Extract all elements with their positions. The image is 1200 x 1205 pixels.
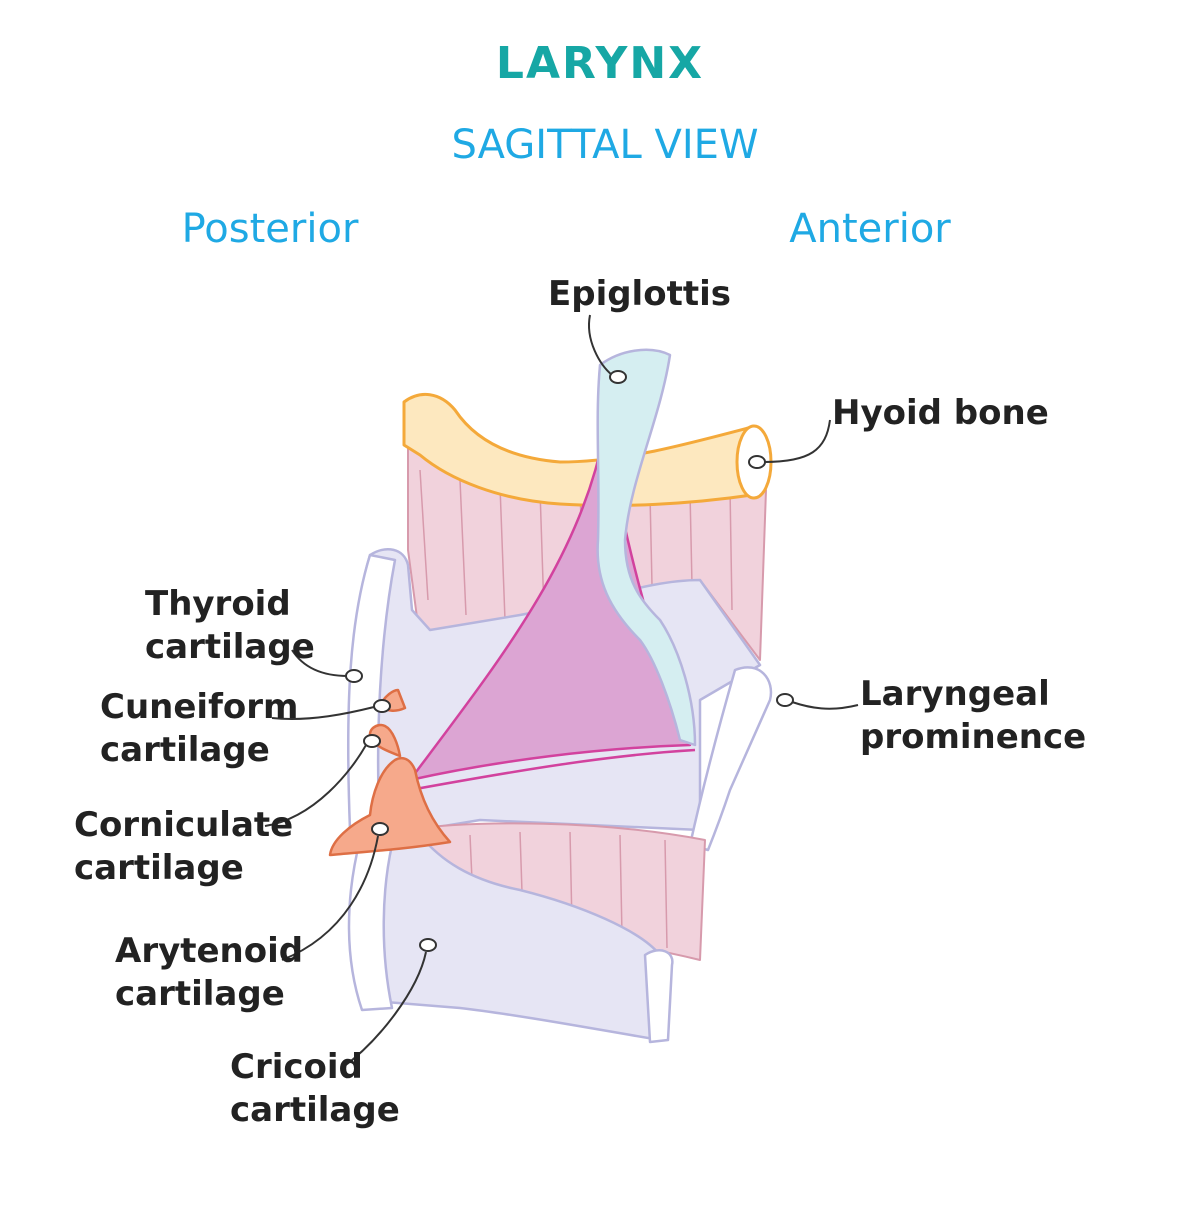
- marker-hyoid: [748, 455, 766, 469]
- leader-cuneiform: [271, 706, 375, 720]
- marker-laryngeal: [776, 693, 794, 707]
- label-cricoid-line1: Cricoid: [230, 1047, 363, 1087]
- corniculate-cartilage-shape: [368, 723, 402, 758]
- label-corniculate-line2: cartilage: [74, 848, 244, 888]
- epiglottis: [596, 348, 697, 747]
- leader-thyroid: [291, 649, 349, 677]
- marker-arytenoid: [371, 822, 389, 836]
- label-cuneiform-line2: cartilage: [100, 730, 270, 770]
- leader-laryngeal: [791, 701, 859, 710]
- diagram-subtitle: SAGITTAL VIEW: [452, 122, 759, 168]
- vocal-fold-line: [409, 748, 696, 792]
- orientation-anterior: Anterior: [789, 206, 951, 252]
- label-laryngeal-line2: prominence: [860, 717, 1086, 757]
- leader-cricoid: [341, 951, 427, 1069]
- label-hyoid-bone: Hyoid bone: [832, 393, 1049, 433]
- marker-cricoid: [419, 938, 437, 952]
- cricoid-posterior-edge: [347, 838, 394, 1012]
- label-cricoid-line2: cartilage: [230, 1090, 400, 1130]
- hyoid-bone: [402, 393, 754, 508]
- label-thyroid-line2: cartilage: [145, 627, 315, 667]
- label-arytenoid-line1: Arytenoid: [115, 931, 303, 971]
- diagram-title: LARYNX: [496, 38, 704, 89]
- leader-epiglottis: [588, 314, 613, 376]
- thyroid-anterior-wall: [688, 666, 773, 852]
- label-thyroid-line1: Thyroid: [145, 584, 291, 624]
- marker-thyroid: [345, 669, 363, 683]
- label-arytenoid-line2: cartilage: [115, 974, 285, 1014]
- marker-cuneiform: [373, 699, 391, 713]
- label-cuneiform-line1: Cuneiform: [100, 687, 298, 727]
- leader-hyoid: [763, 419, 831, 463]
- orientation-posterior: Posterior: [182, 206, 359, 252]
- cricoid-anterior-edge: [643, 949, 674, 1044]
- marker-epiglottis: [609, 370, 627, 384]
- label-epiglottis: Epiglottis: [548, 274, 731, 314]
- arytenoid-cartilage-shape: [328, 756, 452, 857]
- label-corniculate-line1: Corniculate: [74, 805, 293, 845]
- leader-corniculate: [264, 744, 367, 827]
- leader-arytenoid: [281, 835, 379, 961]
- label-laryngeal-line1: Laryngeal: [860, 674, 1050, 714]
- marker-corniculate: [363, 734, 381, 748]
